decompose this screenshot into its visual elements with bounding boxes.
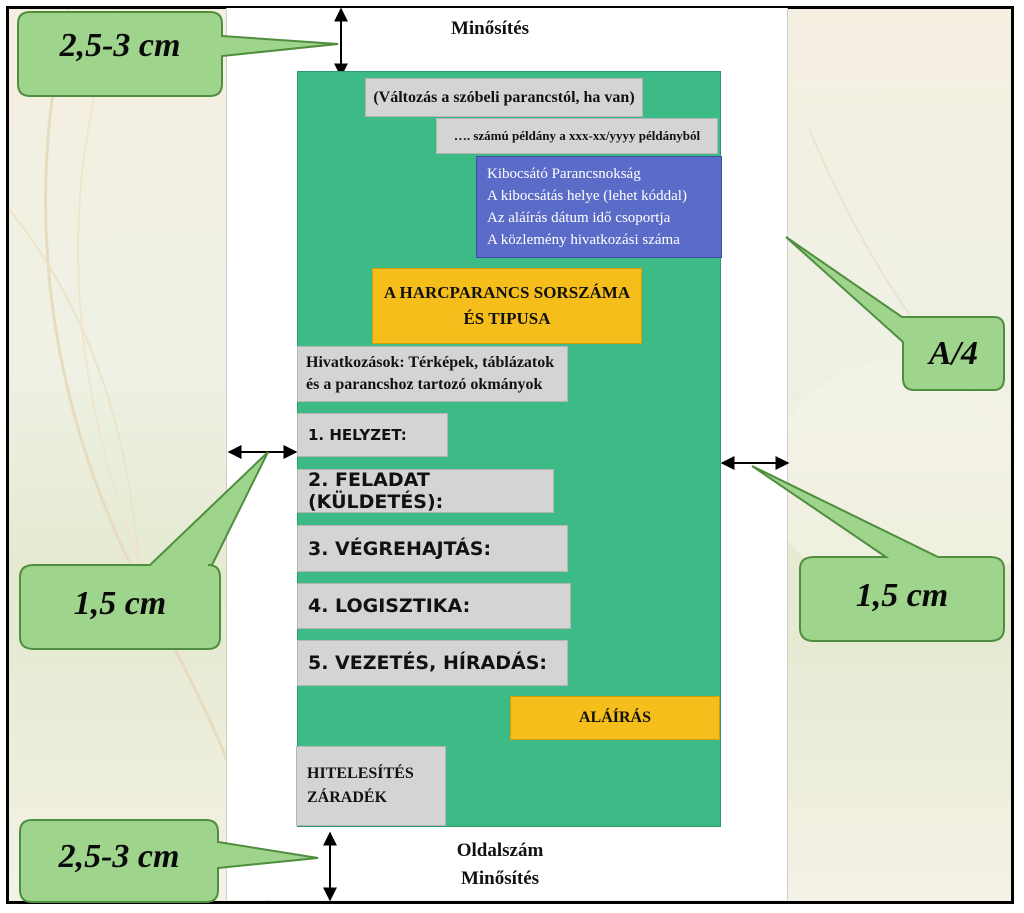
order-title-line-1: A HARCPARANCS SORSZÁMA: [383, 283, 631, 302]
issuer-line-1: Kibocsátó Parancsnokság: [487, 166, 641, 182]
copy-number-box: …. számú példány a xxx-xx/yyyy példánybó…: [436, 118, 718, 154]
section-3-execution: 3. VÉGREHAJTÁS:: [297, 525, 568, 572]
authentication-line-1: HITELESÍTÉS: [307, 765, 414, 782]
callout-bottom-margin: [19, 819, 319, 903]
authentication-line-2: ZÁRADÉK: [307, 789, 388, 806]
callout-top-margin: [17, 11, 339, 97]
callout-paper-size: [785, 236, 1005, 391]
issuer-box: Kibocsátó Parancsnokság A kibocsátás hel…: [476, 156, 722, 258]
callout-bottom-margin-label: 2,5-3 cm: [58, 838, 180, 875]
callout-left-margin-label: 1,5 cm: [73, 585, 167, 622]
section-2-mission: 2. FELADAT (KÜLDETÉS):: [297, 469, 554, 513]
order-title-line-2: ÉS TIPUSA: [463, 309, 551, 328]
callout-paper-size-label: A/4: [928, 335, 979, 372]
callout-right-margin: [751, 465, 1005, 642]
signature-box: ALÁÍRÁS: [510, 696, 720, 740]
callout-right-margin-label: 1,5 cm: [855, 577, 949, 614]
authentication-box: HITELESÍTÉS ZÁRADÉK: [296, 746, 446, 826]
bottom-page-number: Oldalszám: [456, 840, 544, 861]
order-title-box: A HARCPARANCS SORSZÁMA ÉS TIPUSA: [372, 268, 642, 344]
top-classification: Minősítés: [450, 18, 530, 39]
references-box: Hivatkozások: Térképek, táblázatok és a …: [297, 346, 568, 402]
references-line-2: és a parancshoz tartozó okmányok: [306, 376, 543, 393]
section-5-command-signals: 5. VEZETÉS, HÍRADÁS:: [297, 640, 568, 686]
references-line-1: Hivatkozások: Térképek, táblázatok: [306, 354, 555, 371]
change-note-box: (Változás a szóbeli parancstól, ha van): [365, 78, 643, 117]
issuer-line-4: A közlemény hivatkozási száma: [487, 232, 680, 248]
issuer-line-2: A kibocsátás helye (lehet kóddal): [487, 188, 687, 204]
callout-left-margin: [19, 451, 269, 650]
callout-top-margin-label: 2,5-3 cm: [59, 27, 181, 64]
issuer-line-3: Az aláírás dátum idő csoportja: [487, 210, 671, 226]
section-4-logistics: 4. LOGISZTIKA:: [297, 583, 571, 629]
bottom-classification: Minősítés: [460, 868, 540, 889]
section-1-situation: 1. HELYZET:: [297, 413, 448, 457]
